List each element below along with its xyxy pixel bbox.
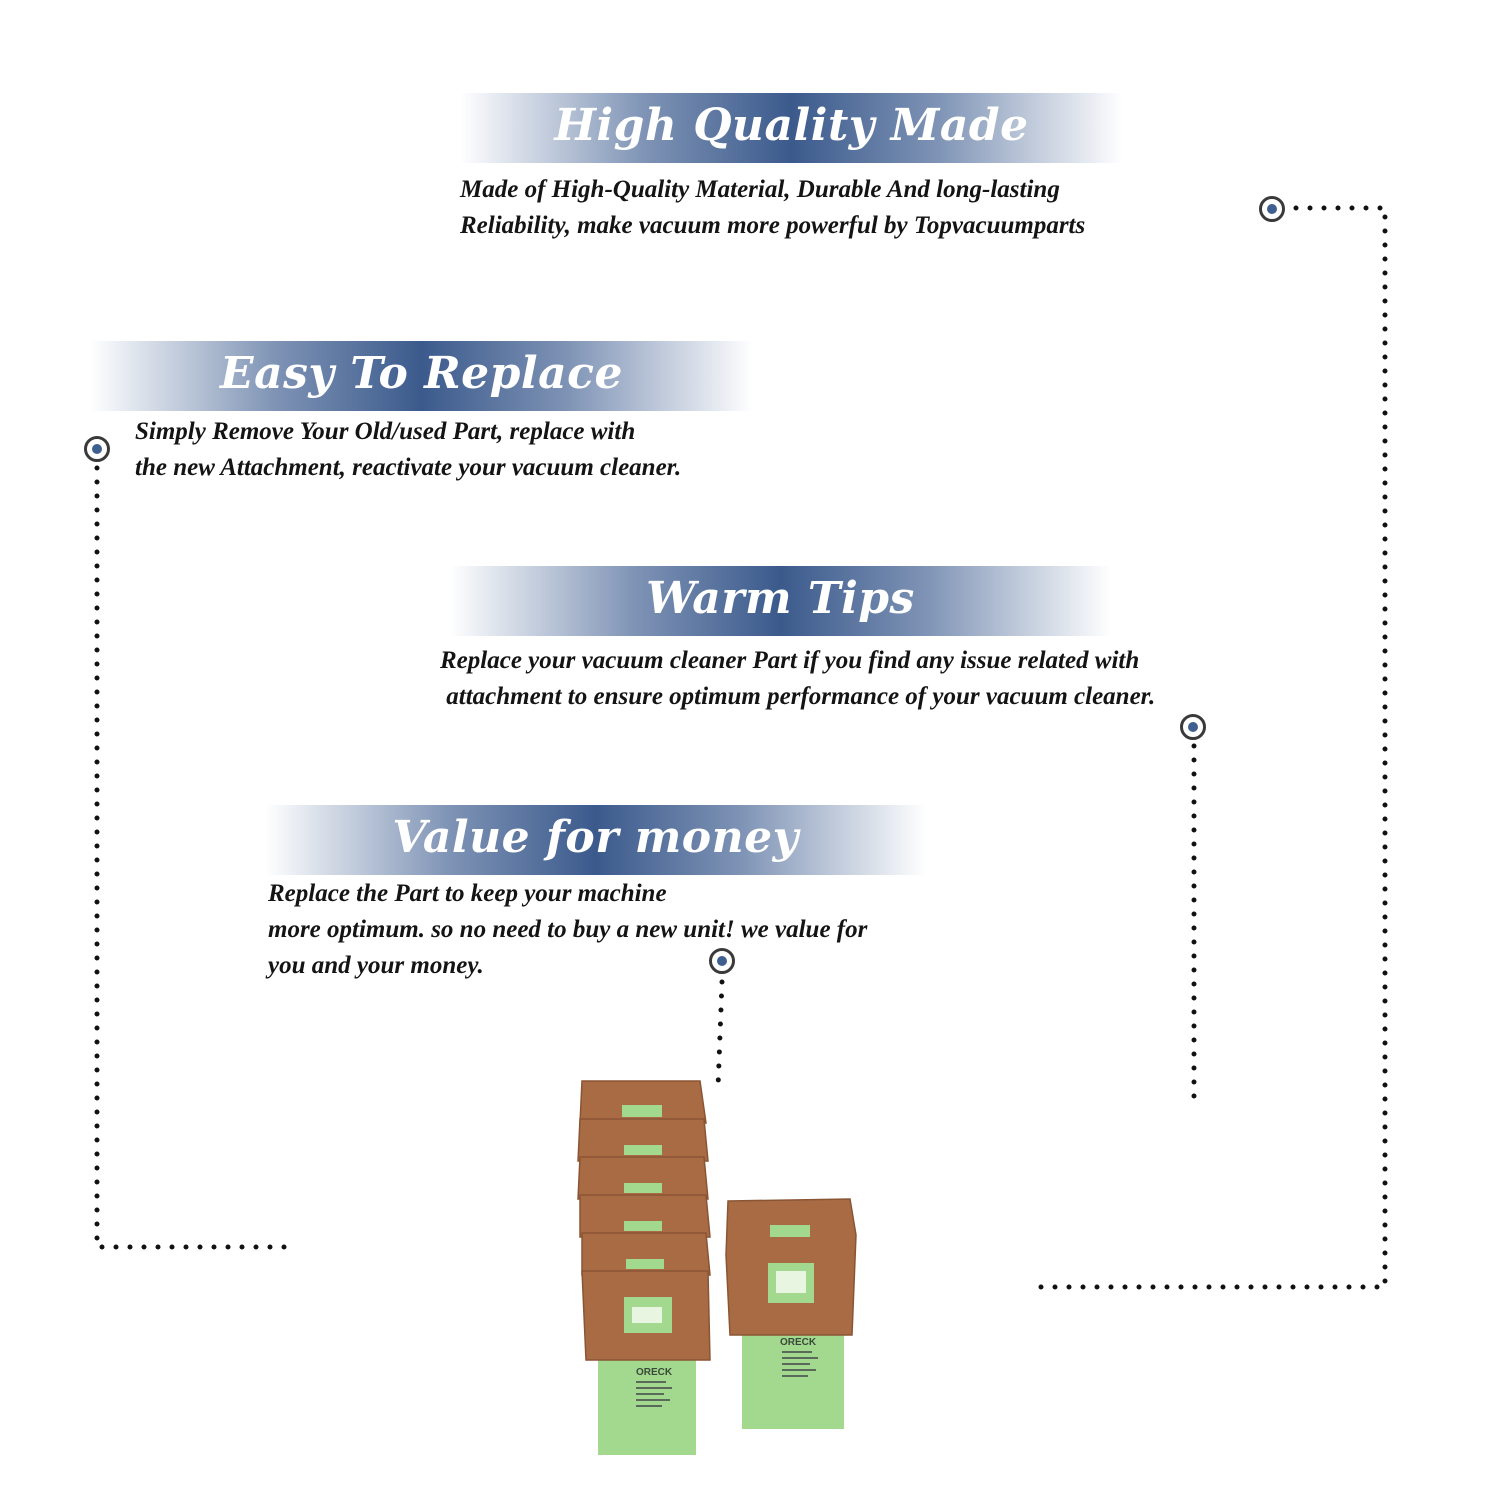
connector-value [715, 979, 725, 1091]
text-line: you and your money. [268, 952, 484, 979]
connector-easy-replace [94, 465, 295, 1250]
bullet-marker-icon [1180, 714, 1206, 740]
section-text-warm-tips: Replace your vacuum cleaner Part if you … [440, 643, 1155, 715]
text-line: Replace your vacuum cleaner Part if you … [440, 647, 1140, 674]
banner-warm-tips: Warm Tips [450, 566, 1111, 636]
vacuum-bag-single-image: ORECK [725, 1198, 857, 1429]
connector-high-quality [1032, 205, 1388, 1290]
section-title: High Quality Made [554, 100, 1029, 151]
section-text-value: Replace the Part to keep your machine mo… [268, 876, 867, 984]
section-title: Value for money [392, 812, 799, 863]
banner-value-for-money: Value for money [265, 805, 926, 875]
text-line: Replace the Part to keep your machine [268, 880, 667, 907]
text-line: Simply Remove Your Old/used Part, replac… [135, 418, 636, 445]
banner-easy-replace: Easy To Replace [90, 341, 753, 411]
vacuum-bag-stack-image: ORECK [577, 1080, 711, 1455]
section-title: Easy To Replace [220, 348, 623, 399]
bag-brand-label: ORECK [780, 1337, 817, 1348]
text-line: Made of High-Quality Material, Durable A… [460, 176, 1060, 203]
text-line: attachment to ensure optimum performance… [440, 683, 1156, 710]
bag-brand-label: ORECK [636, 1367, 673, 1378]
text-line: more optimum. so no need to buy a new un… [268, 916, 868, 943]
text-line: the new Attachment, reactivate your vacu… [135, 454, 682, 481]
text-line: Reliability, make vacuum more powerful b… [460, 212, 1086, 239]
bullet-marker-icon [1259, 196, 1285, 222]
bullet-marker-icon [84, 436, 110, 462]
banner-high-quality: High Quality Made [460, 93, 1123, 163]
section-title: Warm Tips [646, 573, 915, 624]
section-text-high-quality: Made of High-Quality Material, Durable A… [460, 172, 1085, 244]
bullet-marker-icon [709, 948, 735, 974]
section-text-easy-replace: Simply Remove Your Old/used Part, replac… [135, 414, 681, 486]
